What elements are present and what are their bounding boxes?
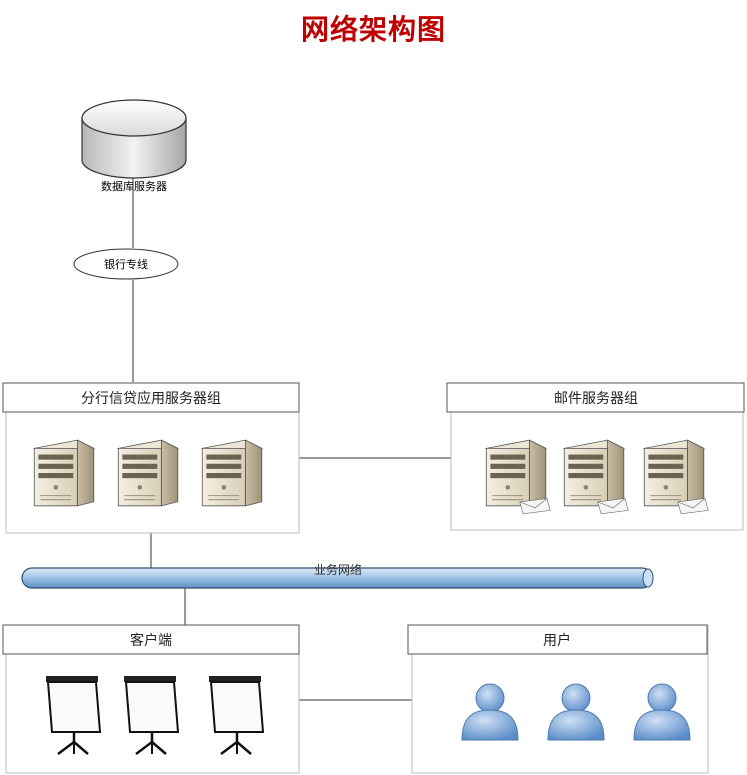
server-icon [643,439,705,507]
server-icon [485,439,547,507]
user-label: 用户 [543,632,571,649]
diagram-title: 网络架构图 [300,13,446,46]
server-icon [33,439,95,507]
server-icon [117,439,179,507]
server-icon [201,439,263,507]
connector-lines [132,178,451,701]
business-network-bus: 业务网络 [21,562,654,589]
mail-group-label: 邮件服务器组 [554,391,638,407]
user-group: 用户 [407,624,709,774]
mail-server-group: 邮件服务器组 [446,382,745,531]
bank-line-label: 银行专线 [104,257,148,271]
db-server-label: 数据库服务器 [101,179,167,193]
database-server: 数据库服务器 [81,99,187,193]
server-icon [563,439,625,507]
app-server-group: 分行信贷应用服务器组 [2,382,300,534]
business-network-label: 业务网络 [314,562,362,577]
client-label: 客户端 [130,632,172,649]
bank-line: 银行专线 [73,248,179,280]
client-group: 客户端 [2,624,300,774]
app-group-label: 分行信贷应用服务器组 [81,390,221,407]
